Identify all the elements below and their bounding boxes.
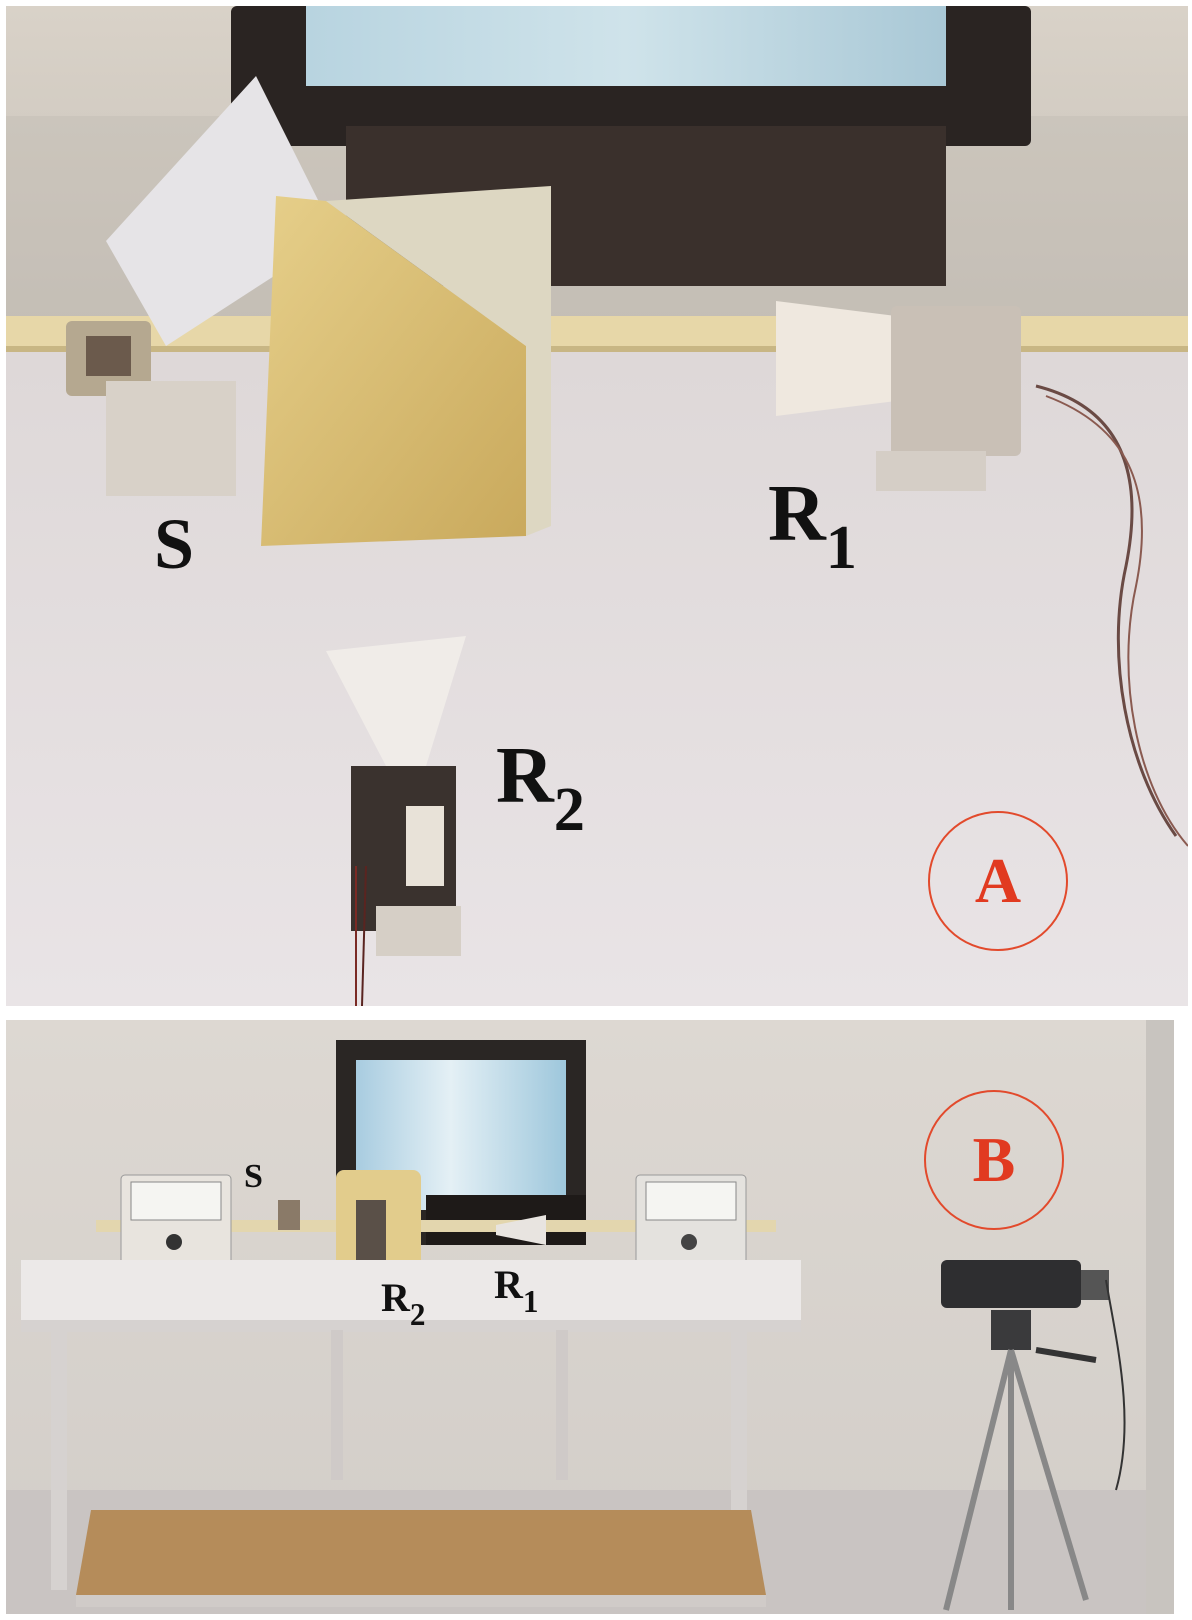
label-receiver-r2-sub: 2 (553, 775, 585, 845)
panel-a-photo (6, 6, 1188, 1006)
panel-b-photo (6, 1020, 1174, 1614)
label-receiver-r2-b: R2 (381, 1275, 426, 1333)
label-source-s-b: S (244, 1158, 263, 1195)
label-receiver-r1-main: R (768, 470, 826, 558)
label-receiver-r2-b-sub: 2 (409, 1297, 426, 1333)
panel-b-badge: B (924, 1090, 1064, 1230)
label-receiver-r1-sub: 1 (825, 513, 857, 583)
label-receiver-r2: R2 (496, 736, 585, 841)
label-receiver-r2-b-main: R (381, 1275, 410, 1320)
label-receiver-r2-main: R (496, 732, 554, 820)
photo-panel-a: S R1 R2 A (6, 6, 1188, 1006)
panel-a-badge: A (928, 811, 1068, 951)
label-source-s: S (154, 504, 195, 584)
label-receiver-r1-b-sub: 1 (522, 1284, 539, 1320)
label-receiver-r1-b: R1 (494, 1262, 539, 1320)
photo-panel-b: S R2 R1 B (6, 1020, 1174, 1614)
panel-a-badge-text: A (974, 845, 1022, 916)
label-receiver-r1: R1 (768, 474, 857, 579)
label-receiver-r1-b-main: R (494, 1262, 523, 1307)
panel-b-badge-text: B (972, 1124, 1016, 1195)
